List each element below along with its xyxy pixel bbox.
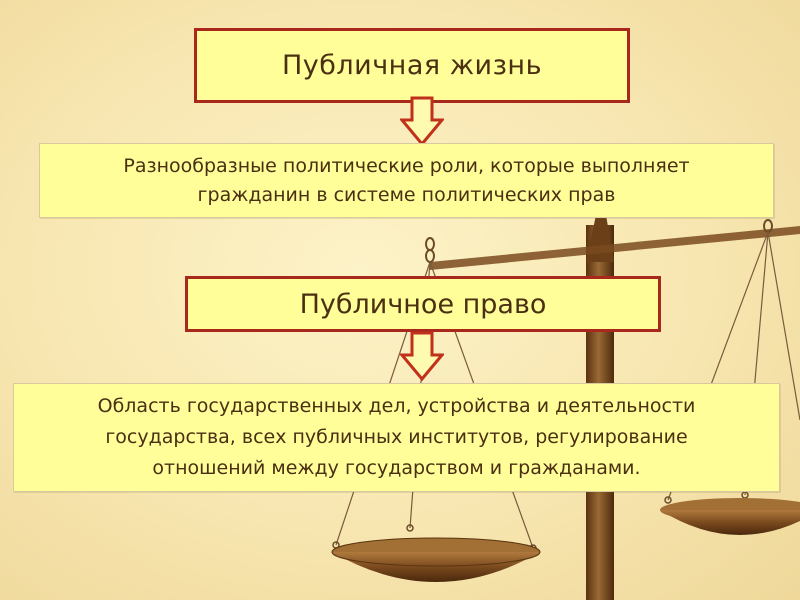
down-arrow-icon bbox=[400, 96, 444, 146]
political-roles-box: Разнообразные политические роли, которые… bbox=[39, 143, 774, 218]
state-affairs-text: Область государственных дел, устройства … bbox=[98, 391, 696, 484]
state-affairs-box: Область государственных дел, устройства … bbox=[13, 383, 780, 492]
public-life-box: Публичная жизнь bbox=[194, 28, 630, 103]
public-law-box: Публичное право bbox=[185, 276, 661, 332]
down-arrow-icon bbox=[400, 331, 444, 381]
public-law-title: Публичное право bbox=[300, 289, 547, 320]
political-roles-text: Разнообразные политические роли, которые… bbox=[123, 152, 689, 210]
public-life-title: Публичная жизнь bbox=[282, 50, 542, 81]
